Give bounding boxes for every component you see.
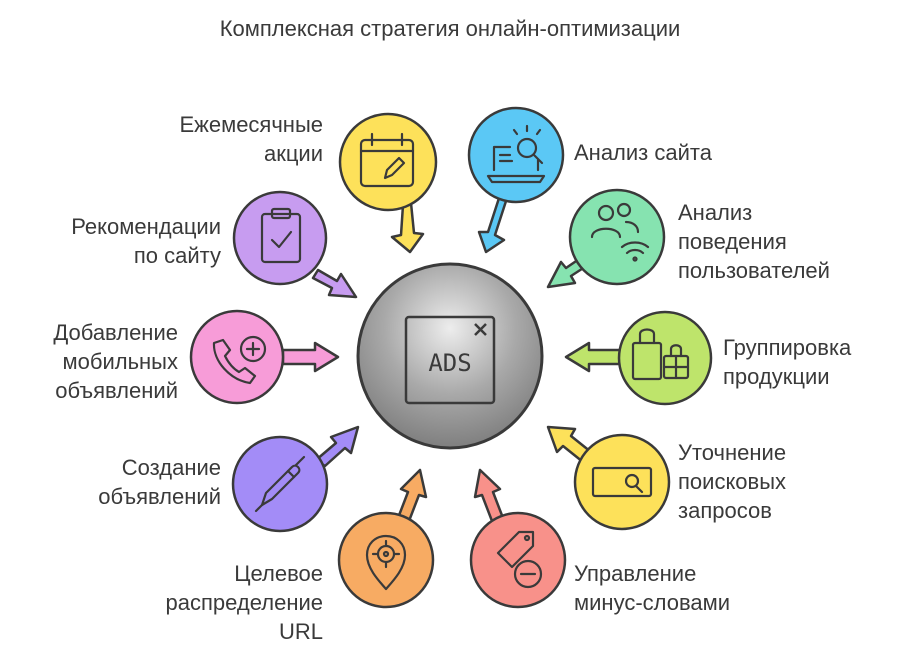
pen-icon — [254, 455, 306, 513]
center-hub: ADS — [356, 262, 544, 450]
arrow-monthly — [390, 201, 425, 254]
users-wifi-icon — [590, 202, 650, 262]
ads-window-icon — [404, 315, 496, 405]
circle-mobile-ads — [189, 309, 285, 405]
circle-monthly — [338, 112, 438, 212]
circle-queries — [573, 433, 671, 531]
search-box-icon — [591, 466, 653, 498]
shopping-bags-icon — [631, 328, 690, 381]
circle-create-ads — [231, 435, 329, 533]
location-target-icon — [365, 534, 407, 591]
arrow-grouping — [564, 341, 622, 373]
arrows — [281, 193, 622, 523]
label-site-analysis: Анализ сайта — [574, 140, 712, 165]
diagram-title: Комплексная стратегия онлайн-оптимизации — [219, 16, 681, 41]
arrow-create-ads — [314, 425, 360, 468]
label-negative: Управление минус-словами — [574, 561, 731, 615]
label-create-ads: Создание объявлений — [98, 455, 221, 509]
circle-negative — [469, 511, 567, 609]
arrow-recommend — [311, 268, 358, 299]
calendar-edit-icon — [359, 132, 415, 188]
arrow-site-analysis — [477, 193, 509, 254]
label-url: Целевое распределение URL — [165, 561, 323, 644]
tag-minus-icon — [496, 530, 543, 589]
laptop-search-icon — [486, 124, 546, 184]
circle-grouping — [617, 310, 713, 406]
label-monthly: Ежемесячные акции — [179, 112, 323, 166]
phone-plus-icon — [212, 335, 267, 385]
clipboard-check-icon — [260, 207, 302, 264]
label-behavior: Анализ поведения пользователей — [678, 200, 830, 283]
ads-label: ADS — [428, 349, 471, 377]
arrow-url — [396, 468, 428, 523]
arrow-mobile-ads — [281, 341, 340, 373]
label-queries: Уточнение поисковых запросов — [678, 440, 787, 523]
label-mobile-ads: Добавление мобильных объявлений — [53, 320, 178, 403]
label-grouping: Группировка продукции — [723, 335, 852, 389]
arrow-negative — [473, 468, 505, 523]
close-icon — [474, 323, 487, 336]
circle-url — [337, 511, 435, 609]
circle-recommend — [232, 190, 328, 286]
label-recommend: Рекомендации по сайту — [71, 214, 221, 268]
circle-site-analysis — [467, 106, 565, 204]
circle-behavior — [568, 188, 666, 286]
